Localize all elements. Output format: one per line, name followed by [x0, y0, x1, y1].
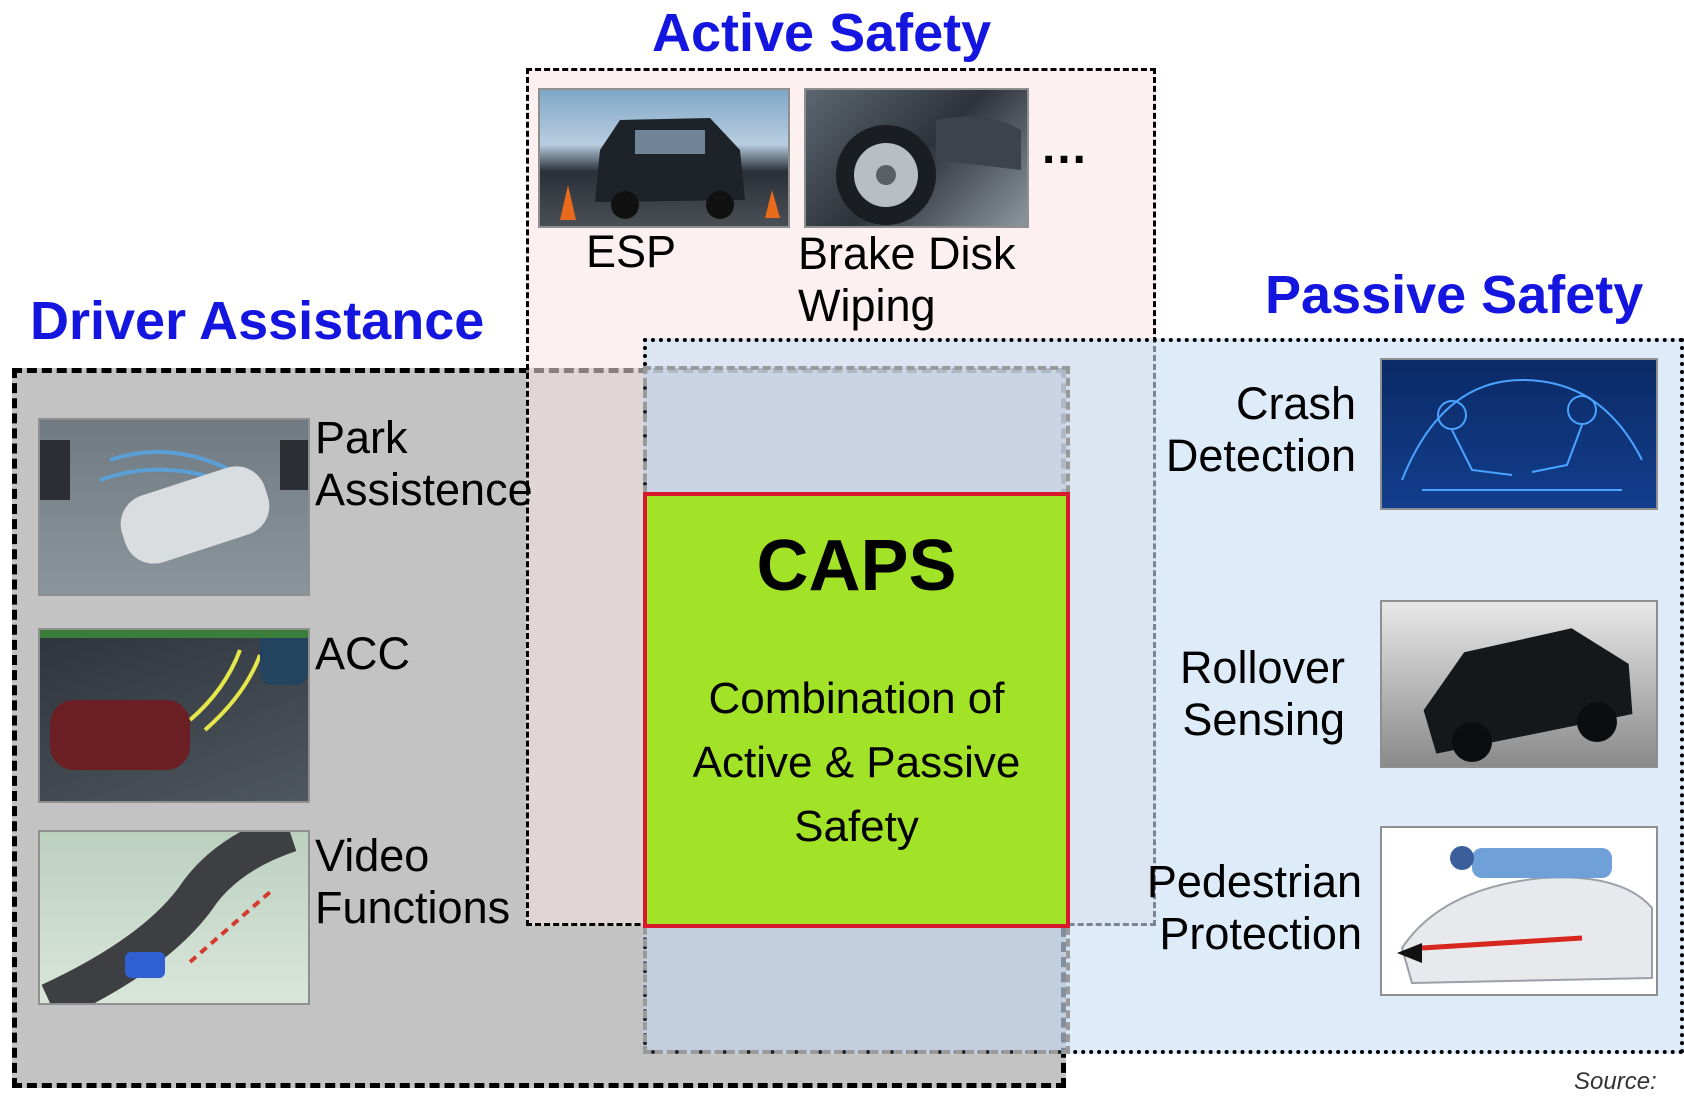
crash-detection-label: Crash Detection	[1165, 378, 1356, 481]
active-safety-title: Active Safety	[652, 3, 992, 63]
caps-box	[643, 492, 1070, 928]
acc-label: ACC	[315, 628, 411, 679]
caps-title: CAPS	[756, 526, 957, 606]
video-functions-photo	[38, 830, 310, 1005]
brake-disk-wiping-photo	[804, 88, 1029, 228]
rollover-sensing-label: Rollover Sensing	[1179, 642, 1345, 745]
acc-photo	[38, 628, 310, 803]
esp-car-photo	[538, 88, 790, 228]
more-indicator: …	[1040, 121, 1088, 174]
source-note: Source:	[1574, 1068, 1657, 1095]
caps-subtitle: Combination of Active & Passive Safety	[692, 674, 1021, 851]
park-assistence-label: Park Assistence	[315, 412, 533, 515]
video-functions-label: Video Functions	[315, 830, 511, 933]
brake-disk-wiping-label: Brake Disk Wiping	[798, 228, 1016, 331]
esp-label: ESP	[586, 226, 677, 277]
crash-detection-photo	[1380, 358, 1658, 510]
pedestrian-protection-photo	[1380, 826, 1658, 996]
rollover-sensing-photo	[1380, 600, 1658, 768]
driver-assistance-title: Driver Assistance	[30, 291, 485, 351]
passive-safety-title: Passive Safety	[1265, 265, 1644, 325]
pedestrian-protection-label: Pedestrian Protection	[1146, 856, 1362, 959]
park-assist-photo	[38, 418, 310, 596]
